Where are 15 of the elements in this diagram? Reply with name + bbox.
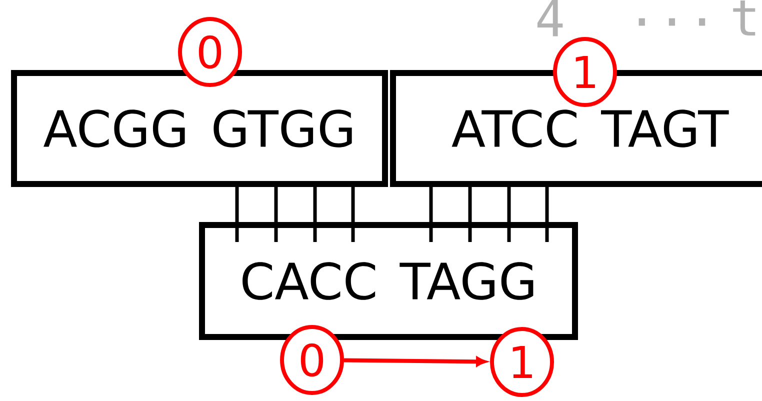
sequence-label: ... (638, 18, 706, 26)
pairing-line (235, 187, 239, 242)
node-label: 0 (300, 343, 324, 377)
node-label: 1 (512, 346, 532, 378)
pairing-line (468, 187, 472, 242)
pairing-line (507, 187, 511, 242)
sequence-label: 4 (537, 0, 563, 36)
pairing-line (313, 187, 317, 242)
pairing-line (351, 187, 355, 242)
sequence-box: ACGG GTGG (11, 70, 388, 187)
sequence-box: CACC TAGG (199, 222, 578, 340)
pairing-line (429, 187, 433, 242)
pairing-line (545, 187, 549, 242)
sequence-label: t (733, 0, 756, 36)
pairing-line (274, 187, 278, 242)
